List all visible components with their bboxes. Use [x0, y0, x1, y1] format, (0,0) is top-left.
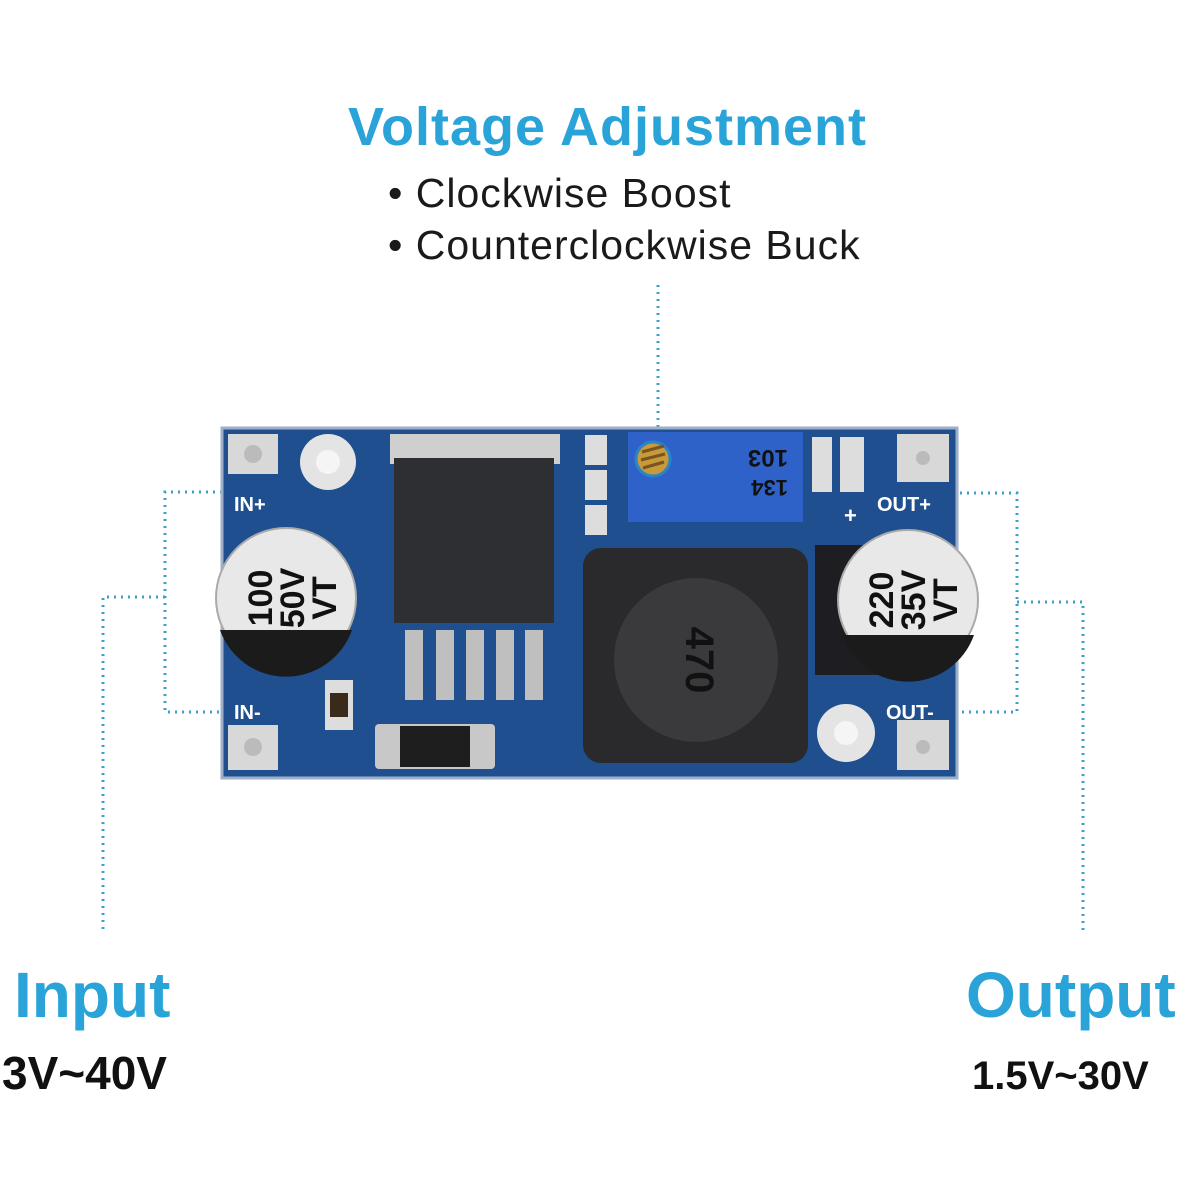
label-out-plus: OUT+: [877, 494, 931, 516]
output-label: Output: [966, 959, 1176, 1031]
label-in-minus: IN-: [234, 702, 261, 724]
pcb-board: 103 134 470 100 50V VT 220 35V VT IN+ IN…: [215, 426, 979, 780]
svg-text:50V: 50V: [274, 567, 312, 628]
voltage-adjustment-title: Voltage Adjustment: [348, 97, 868, 157]
input-range: 3V~40V: [2, 1047, 167, 1099]
input-leader: [101, 595, 165, 932]
bullet-clockwise: • Clockwise Boost: [388, 170, 732, 216]
svg-text:220: 220: [863, 572, 901, 629]
svg-text:35V: 35V: [895, 569, 933, 630]
svg-text:VT: VT: [927, 578, 965, 622]
output-leader: [1017, 600, 1085, 932]
inductor-marking: 470: [677, 627, 721, 694]
output-bracket: [960, 491, 1019, 714]
pot-code-2: 134: [751, 475, 788, 500]
label-in-plus: IN+: [234, 494, 266, 516]
input-label: Input: [14, 959, 171, 1031]
input-bracket: [163, 490, 222, 714]
label-plus: +: [844, 503, 857, 528]
pot-code: 103: [748, 444, 788, 471]
regulator-ic: [394, 458, 554, 623]
leader-lines: [101, 285, 1085, 932]
output-range: 1.5V~30V: [972, 1054, 1149, 1098]
output-capacitor: 220 35V VT: [837, 529, 979, 682]
label-out-minus: OUT-: [886, 702, 934, 724]
bullet-counterclockwise: • Counterclockwise Buck: [388, 222, 861, 268]
input-capacitor: 100 50V VT: [215, 527, 357, 677]
svg-text:100: 100: [242, 570, 280, 627]
svg-text:VT: VT: [306, 576, 344, 620]
